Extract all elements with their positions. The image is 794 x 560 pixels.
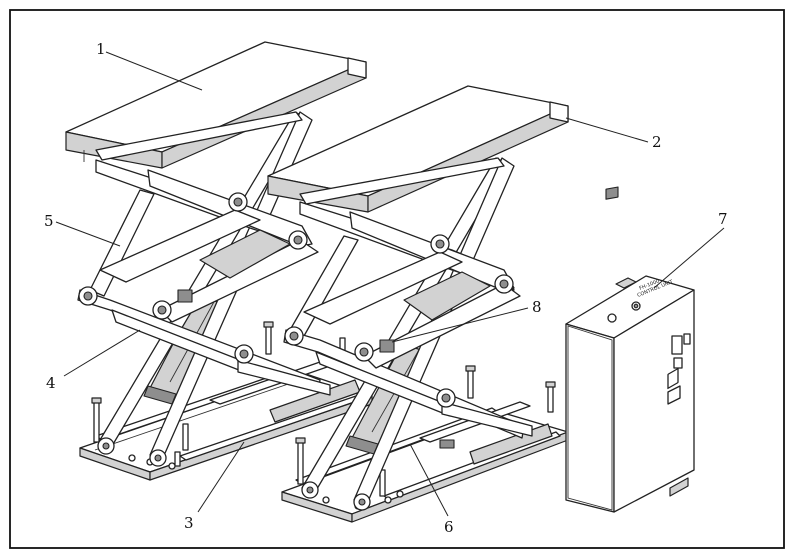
leader-6 [409,443,449,517]
callout-2: 2 [652,133,662,151]
callout-4: 4 [46,374,56,392]
leader-3 [197,441,245,513]
callout-1: 1 [96,40,106,58]
leader-2 [565,117,649,143]
right-lift [267,85,569,523]
cabinet-valve [671,335,683,355]
left-lift [65,41,373,481]
left-pivot-pins [78,192,308,467]
frame-border [9,9,785,549]
leader-1 [105,51,203,91]
callout-8: 8 [532,298,542,316]
callout-5: 5 [44,212,54,230]
right-pivot-pins [284,234,514,511]
cabinet-logo [615,277,637,289]
control-cabinet: FH-1000 CONTROL UNIT [565,186,695,513]
callout-3: 3 [184,514,194,532]
leader-4 [63,329,141,377]
callout-6: 6 [444,518,454,536]
cabinet-vent [669,477,689,497]
leader-8 [391,307,529,343]
cabinet-display [605,186,619,200]
left-platform [65,41,367,169]
right-platform [267,85,569,213]
leader-5 [55,221,121,247]
callout-7: 7 [718,210,728,228]
cabinet-switch [607,313,617,323]
callout-leaders [55,51,725,517]
left-scissor-arms [77,111,331,461]
cabinet-label-plate [667,385,681,405]
callout-labels: 1 2 3 4 5 6 7 8 [44,40,728,536]
leader-7 [653,227,725,289]
